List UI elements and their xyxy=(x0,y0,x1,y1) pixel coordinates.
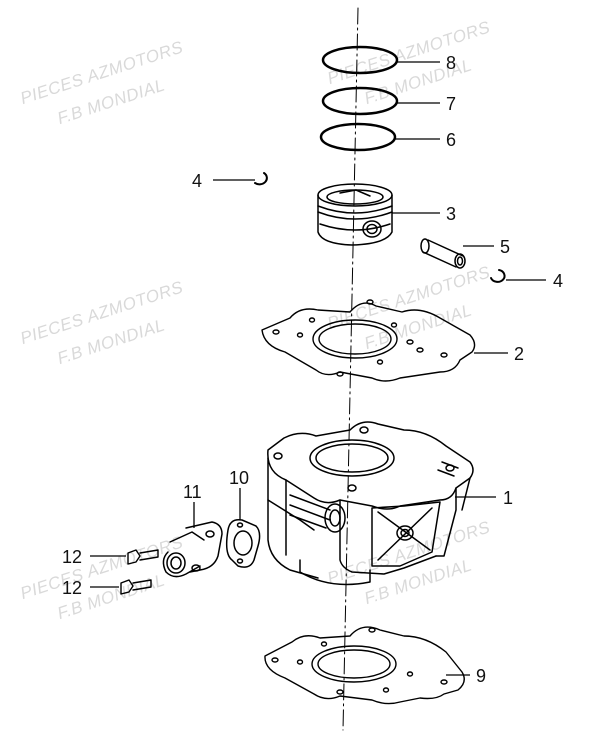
callout-10: 10 xyxy=(229,468,249,488)
callout-3: 3 xyxy=(446,204,456,224)
callout-11: 11 xyxy=(183,482,202,502)
cylinder-head-gasket xyxy=(261,299,476,382)
callout-5: 5 xyxy=(500,237,510,257)
piston-ring-oil xyxy=(319,122,397,152)
center-axis xyxy=(342,7,359,731)
callout-2: 2 xyxy=(514,344,524,364)
callout-labels: 8 7 6 4 3 5 4 2 1 10 11 12 12 9 xyxy=(62,53,563,686)
piston-ring-top xyxy=(321,45,399,75)
bolt-lower xyxy=(120,579,152,595)
cylinder-base-gasket xyxy=(264,626,465,705)
callout-7: 7 xyxy=(446,94,456,114)
piston xyxy=(317,183,393,246)
circlip-right xyxy=(490,269,506,283)
callout-6: 6 xyxy=(446,130,456,150)
water-outlet xyxy=(162,521,223,578)
piston-pin xyxy=(420,238,466,269)
callout-4b: 4 xyxy=(553,271,563,291)
bolt-upper xyxy=(127,549,159,565)
cylinder xyxy=(267,421,474,586)
leader-lines xyxy=(90,61,546,676)
callout-12a: 12 xyxy=(62,547,82,567)
callout-4a: 4 xyxy=(192,171,202,191)
callout-1: 1 xyxy=(503,488,513,508)
callout-8: 8 xyxy=(446,53,456,73)
piston-ring-second xyxy=(321,86,399,116)
callout-9: 9 xyxy=(476,666,486,686)
callout-12b: 12 xyxy=(62,578,82,598)
circlip-left xyxy=(254,172,268,186)
thermostat-gasket xyxy=(225,518,261,568)
